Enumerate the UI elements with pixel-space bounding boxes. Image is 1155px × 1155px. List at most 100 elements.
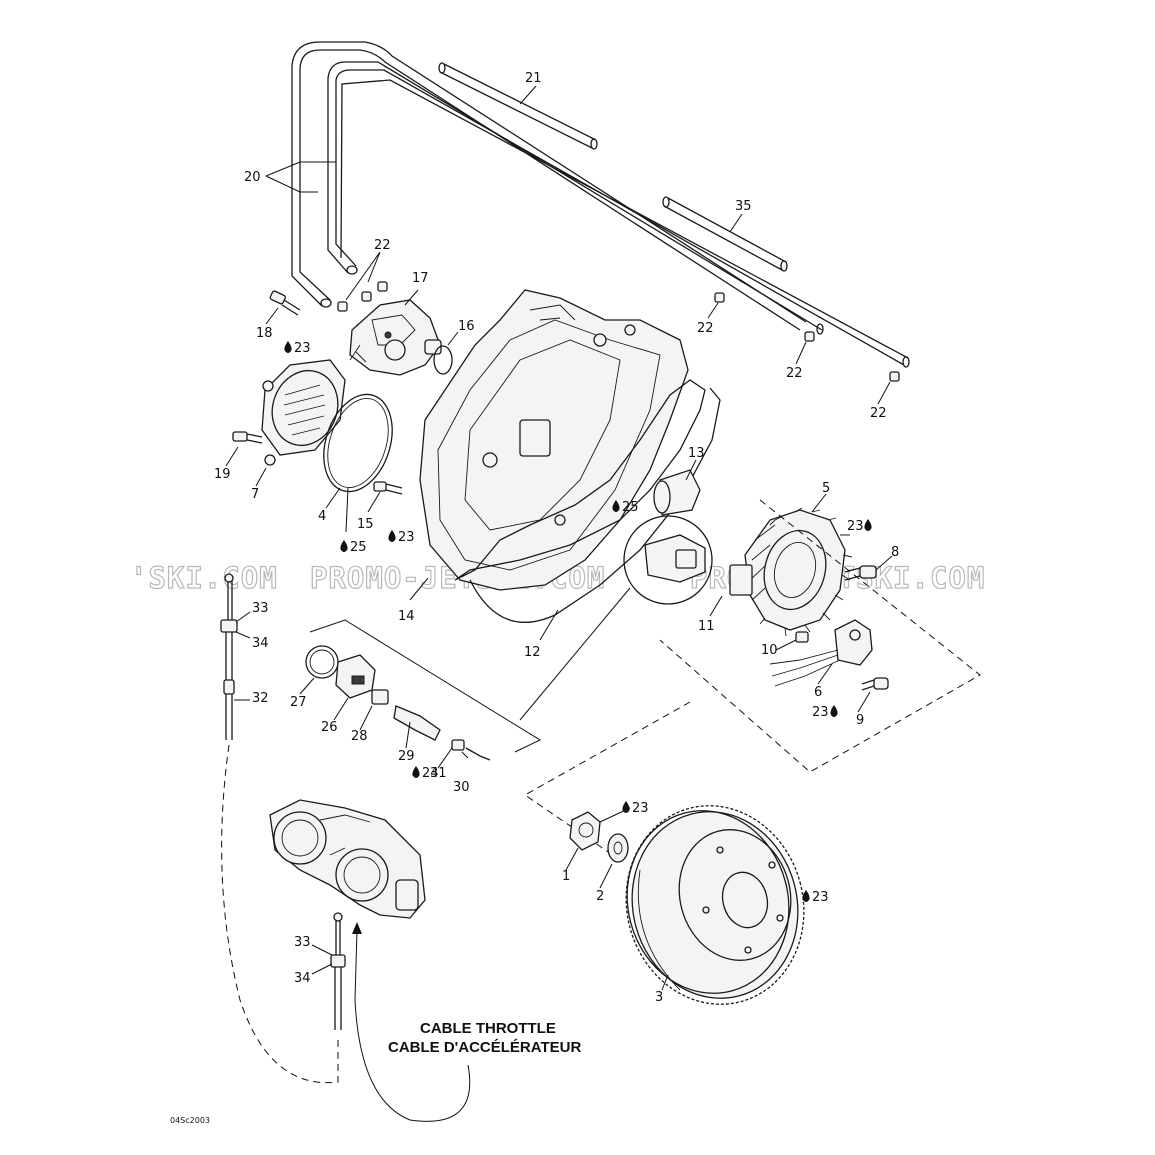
part-35-hose[interactable]	[662, 196, 788, 272]
callout-16: 16	[458, 319, 475, 334]
lube-23-part-9: 23	[812, 705, 829, 720]
lubricant-drop-icon	[388, 530, 396, 542]
callout-6: 6	[814, 685, 822, 700]
arrow-up-icon	[352, 922, 362, 934]
callout-labels: 1 2 3 4 5 6 7 8 9 10 11 12 13 14 15 16 1…	[214, 71, 899, 1005]
part-4-gasket[interactable]	[312, 386, 404, 501]
lubricant-drop-icon	[412, 766, 420, 778]
callout-22-b: 22	[697, 321, 714, 336]
part-16-o-ring[interactable]	[433, 345, 453, 375]
callout-30: 30	[453, 780, 470, 795]
part-28-seal[interactable]	[371, 689, 389, 705]
throttle-body[interactable]	[269, 799, 426, 919]
lube-25-part-4: 25	[350, 540, 367, 555]
callout-33-a: 33	[252, 601, 269, 616]
callout-22-d: 22	[870, 406, 887, 421]
callout-33-b: 33	[294, 935, 311, 950]
part-2-washer[interactable]	[607, 833, 629, 863]
part-21-hose[interactable]	[438, 62, 598, 150]
lubricant-drop-icon	[622, 801, 630, 813]
part-8-bolt[interactable]	[844, 565, 877, 581]
callout-35: 35	[735, 199, 752, 214]
part-33-34-lower-cable[interactable]	[330, 912, 346, 1030]
callout-9: 9	[856, 713, 864, 728]
part-3-flywheel[interactable]	[604, 786, 826, 1025]
part-1-nut[interactable]	[569, 811, 601, 851]
part-31-clip[interactable]	[451, 739, 465, 751]
part-15-bolt[interactable]	[373, 481, 403, 495]
callout-13: 13	[688, 446, 705, 461]
part-5-stator[interactable]	[729, 507, 853, 637]
callout-31: 31	[430, 766, 447, 781]
callout-28: 28	[351, 729, 368, 744]
part-32-cable[interactable]	[220, 573, 238, 740]
cable-throttle-en: CABLE THROTTLE	[420, 1020, 556, 1037]
part-18-bolt[interactable]	[269, 290, 301, 316]
callout-22-a: 22	[374, 238, 391, 253]
callout-17: 17	[412, 271, 429, 286]
callout-21: 21	[525, 71, 542, 86]
callout-20: 20	[244, 170, 261, 185]
callout-15: 15	[357, 517, 374, 532]
part-27-o-ring[interactable]	[305, 645, 339, 679]
callout-11: 11	[698, 619, 715, 634]
part-29-sensor[interactable]	[393, 705, 441, 741]
callout-22-c: 22	[786, 366, 803, 381]
figure-code: 04Sc2003	[170, 1116, 210, 1125]
lubricant-drop-icon	[612, 500, 620, 512]
lube-25-part-13: 25	[622, 500, 639, 515]
lube-23-part-18: 23	[294, 341, 311, 356]
sensor-panel-outline	[309, 619, 542, 753]
callout-18: 18	[256, 326, 273, 341]
lube-23-part-5: 23	[847, 519, 864, 534]
cable-throttle-label: CABLE THROTTLE CABLE D'ACCÉLÉRATEUR	[388, 1020, 581, 1056]
lubricant-drop-icons	[284, 341, 872, 902]
cable-routing-solid	[354, 929, 471, 1122]
lubricant-drop-icon	[864, 519, 872, 531]
leader-lines	[225, 85, 893, 991]
part-30-terminal[interactable]	[465, 747, 491, 761]
part-14-housing[interactable]	[419, 289, 689, 591]
callout-14: 14	[398, 609, 415, 624]
lube-23-part-1: 23	[632, 801, 649, 816]
lubricant-drop-icon	[340, 540, 348, 552]
callout-1: 1	[562, 869, 570, 884]
callout-7: 7	[251, 487, 259, 502]
part-17-oil-pump[interactable]	[349, 299, 442, 376]
callout-32: 32	[252, 691, 269, 706]
lubricant-drop-icon	[802, 890, 810, 902]
part-13-coupling[interactable]	[653, 469, 701, 516]
callout-12: 12	[524, 645, 541, 660]
dashed-box-stator	[659, 499, 981, 773]
callout-27: 27	[290, 695, 307, 710]
lube-callout-labels: 23 25 23 25 23 23 24 23 23	[294, 341, 864, 905]
part-6-trigger-coil[interactable]	[769, 619, 873, 687]
callout-34-b: 34	[294, 971, 311, 986]
part-7-cover[interactable]	[261, 359, 348, 466]
callout-2: 2	[596, 889, 604, 904]
callout-5: 5	[822, 481, 830, 496]
detail-circle	[519, 515, 713, 721]
cable-throttle-fr: CABLE D'ACCÉLÉRATEUR	[388, 1039, 581, 1056]
cable-routing-dashed	[221, 744, 339, 1084]
callout-3: 3	[655, 990, 663, 1005]
callout-34-a: 34	[252, 636, 269, 651]
lubricant-drop-icon	[830, 705, 838, 717]
part-19-bolt[interactable]	[232, 431, 263, 444]
callout-19: 19	[214, 467, 231, 482]
callout-29: 29	[398, 749, 415, 764]
callout-8: 8	[891, 545, 899, 560]
part-20-tubes[interactable]	[291, 41, 910, 368]
lube-24-part-29: 24	[422, 766, 439, 781]
part-10-bolt[interactable]	[795, 631, 809, 643]
callout-10: 10	[761, 643, 778, 658]
part-26-sensor-adapter[interactable]	[335, 654, 376, 699]
lube-23-part-3: 23	[812, 890, 829, 905]
part-22-clamps[interactable]	[337, 281, 900, 382]
callout-26: 26	[321, 720, 338, 735]
lubricant-drop-icon	[284, 341, 292, 353]
part-9-bolt[interactable]	[861, 677, 889, 691]
callout-4: 4	[318, 509, 326, 524]
watermark-left: 'SKI.COM	[130, 561, 278, 595]
